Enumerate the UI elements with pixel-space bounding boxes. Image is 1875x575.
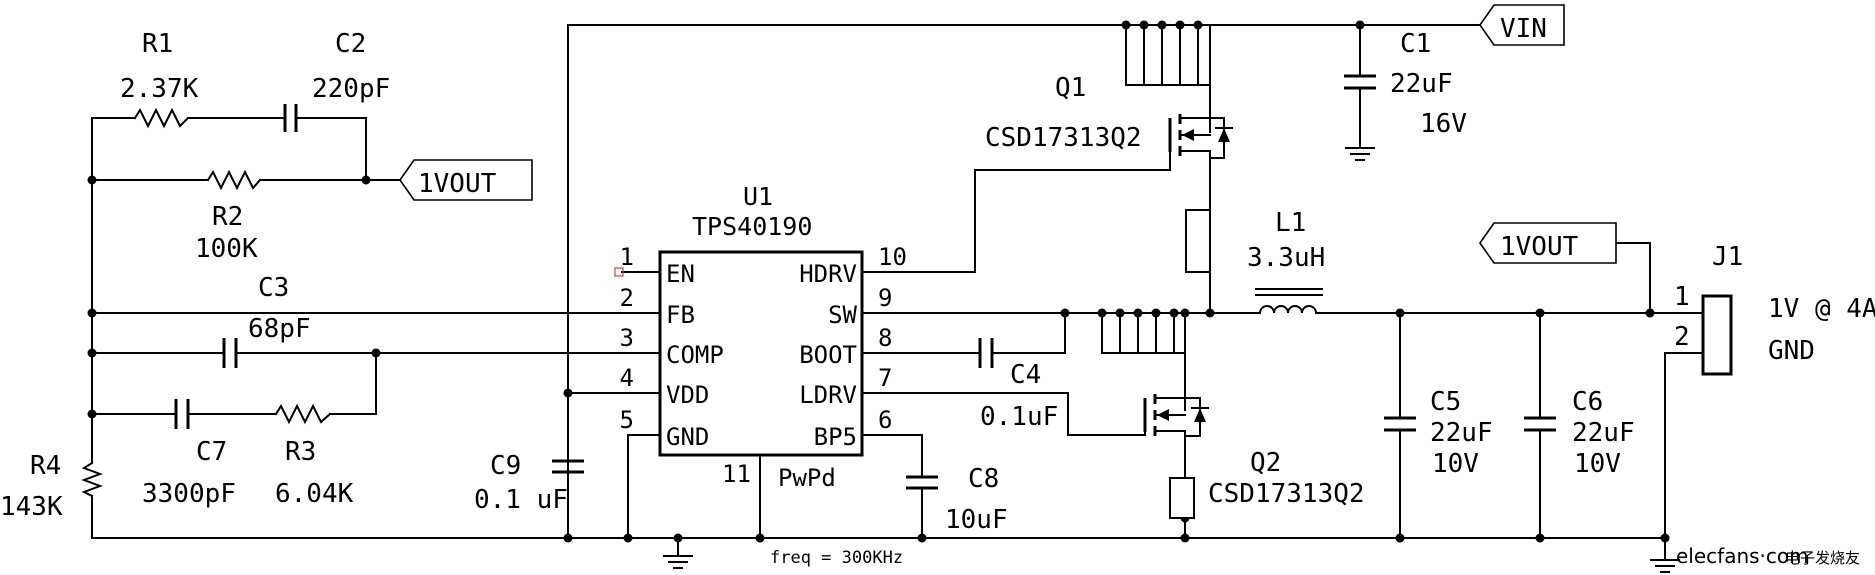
r3-value: 6.04K [275,479,354,509]
c2-ref: C2 [335,29,366,59]
r4-value: 143K [0,492,63,522]
j1-pin2-label: GND [1768,336,1815,366]
ground-symbol [1650,559,1680,573]
pin-4-num: 4 [620,364,634,392]
en-marker [614,267,624,277]
port-1vout-right: 1VOUT [1479,222,1617,264]
port-1vout-top-label: 1VOUT [418,169,497,199]
c1-value: 22uF [1390,69,1453,99]
watermark-site: elecfans·com [1676,544,1809,568]
capacitor-c1 [1344,74,1376,90]
mosfet-q2 [1143,394,1209,519]
pin-ldrv-name: LDRV [799,381,857,409]
c5-rating: 10V [1432,449,1479,479]
c7-value: 3300pF [142,479,236,509]
c6-ref: C6 [1572,387,1603,417]
j1-pin1-label: 1V @ 4A [1768,294,1875,324]
j1-ref: J1 [1712,242,1743,272]
q2-ref: Q2 [1250,448,1281,478]
pin-6-num: 6 [878,406,892,434]
inductor-l1 [1255,288,1323,315]
pin-comp-name: COMP [666,341,724,369]
q1-ref: Q1 [1055,73,1086,103]
j1-pin2-num: 2 [1674,322,1690,352]
pin-bp5-name: BP5 [814,423,857,451]
c8-ref: C8 [968,464,999,494]
pin-3-num: 3 [620,324,634,352]
mosfet-q1 [1168,114,1233,273]
capacitor-c2 [283,104,298,132]
c5-value: 22uF [1430,418,1493,448]
resistor-r3 [274,403,332,425]
pin-en-name: EN [666,260,695,288]
l1-value: 3.3uH [1247,243,1325,273]
ic-part: TPS40190 [692,212,812,241]
port-vin-label: VIN [1500,14,1547,44]
port-vin: VIN [1479,4,1565,46]
l1-ref: L1 [1275,208,1306,238]
pin-9-num: 9 [878,284,892,312]
pin-1-num: 1 [620,243,634,271]
c4-ref: C4 [1010,360,1041,390]
watermark-cn: 电子发烧友 [1785,549,1860,567]
pin-gnd-name: GND [666,423,709,451]
resistor-r1 [133,107,190,129]
q1-part: CSD17313Q2 [985,123,1142,153]
pin-8-num: 8 [878,324,892,352]
ic-u1 [644,250,879,457]
pin-fb-name: FB [666,301,695,329]
c1-rating: 16V [1420,109,1467,139]
c3-ref: C3 [258,273,289,303]
pin-7-num: 7 [878,364,892,392]
port-1vout-right-label: 1VOUT [1500,232,1579,262]
resistor-r2 [206,169,262,191]
c9-ref: C9 [490,451,521,481]
pin-sw-name: SW [828,301,857,329]
capacitor-c9 [552,459,584,474]
capacitor-c5 [1384,416,1416,432]
r4-ref: R4 [30,451,61,481]
pin-hdrv-name: HDRV [799,260,857,288]
r1-value: 2.37K [120,74,199,104]
capacitor-c6 [1524,416,1556,432]
r1-ref: R1 [142,29,173,59]
j1-pin1-num: 1 [1674,282,1690,312]
q2-part: CSD17313Q2 [1208,479,1365,509]
c2-value: 220pF [312,74,390,104]
capacitor-c4 [978,338,994,368]
r2-ref: R2 [212,202,243,232]
c7-ref: C7 [196,437,227,467]
c6-value: 22uF [1572,418,1635,448]
pin-pwpd-name: PwPd [778,464,836,492]
pin-10-num: 10 [878,243,907,271]
resistor-r4 [81,461,103,498]
pin-vdd-name: VDD [666,381,709,409]
pin-2-num: 2 [620,284,634,312]
c1-ref: C1 [1400,29,1431,59]
capacitor-c8 [906,475,938,490]
c3-value: 68pF [248,314,311,344]
c8-value: 10uF [945,505,1008,535]
pin-5-num: 5 [620,406,634,434]
junction-dots [87,20,1670,543]
c9-value: 0.1 uF [474,485,568,515]
elecfans-watermark: elecfans·com 电子发烧友 [1676,544,1860,568]
pin-boot-name: BOOT [799,341,857,369]
port-1vout-top: 1VOUT [399,159,533,201]
pin-11-num: 11 [722,460,751,488]
r3-ref: R3 [285,437,316,467]
ic-ref: U1 [743,182,773,211]
freq-note: freq = 300KHz [770,548,903,568]
ground-symbol [1345,147,1375,161]
r2-value: 100K [195,234,258,264]
ground-symbol [663,555,693,569]
c5-ref: C5 [1430,387,1461,417]
c4-value: 0.1uF [980,402,1058,432]
connector-j1 [1701,294,1733,376]
capacitor-c3 [222,338,238,368]
c6-rating: 10V [1574,449,1621,479]
capacitor-c7 [174,399,190,429]
